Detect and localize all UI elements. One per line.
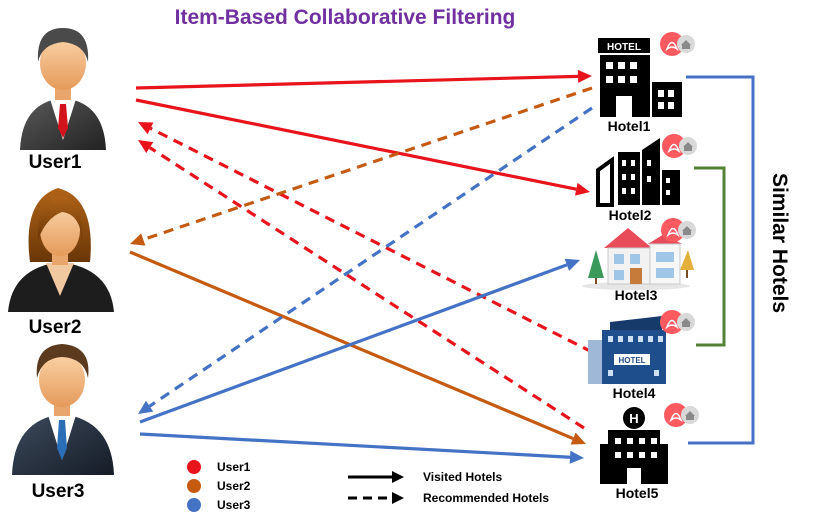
- svg-text:H: H: [629, 411, 638, 426]
- legend-user3-label: User3: [217, 498, 251, 512]
- user3-node[interactable]: User3: [12, 344, 114, 502]
- businessman-avatar-icon: [12, 344, 114, 475]
- similar-bracket-hotel1-hotel5: [686, 75, 755, 445]
- arrowhead-hotel5-to-user1: [138, 140, 154, 154]
- edge-user1-to-hotel1: [135, 74, 579, 90]
- hotel4-label: Hotel4: [613, 385, 656, 401]
- businesswoman-avatar-icon: [8, 188, 114, 312]
- hotel2-node[interactable]: Hotel2: [596, 134, 697, 223]
- hotel5-label: Hotel5: [616, 485, 659, 501]
- arrowhead-user2-to-hotel5: [570, 432, 586, 445]
- airbnb-badge-icon: [660, 32, 695, 56]
- hotel5-node[interactable]: H Hotel5: [600, 403, 699, 501]
- legend-visited-label: Visited Hotels: [423, 470, 502, 484]
- legend: User1 User2 User3 Visited Hotels Recomme…: [187, 460, 549, 512]
- hotel4-node[interactable]: HOTEL Hotel4: [588, 310, 695, 401]
- edges-layer: [129, 69, 593, 464]
- airbnb-badge-icon: [664, 403, 699, 427]
- user2-label: User2: [29, 317, 82, 338]
- hotel-building-icon: H: [600, 407, 668, 484]
- user2-node[interactable]: User2: [8, 188, 114, 338]
- user3-label: User3: [32, 481, 85, 502]
- hotel3-label: Hotel3: [615, 287, 658, 303]
- legend-user2-dot: [187, 479, 201, 493]
- arrowhead-user1-to-hotel1: [577, 69, 592, 83]
- legend-user1-dot: [187, 460, 201, 474]
- airbnb-badge-icon: [660, 310, 695, 334]
- hotel2-label: Hotel2: [609, 207, 652, 223]
- legend-solid-arrowhead: [392, 471, 404, 483]
- similar-bracket-hotel2-hotel4: [694, 166, 726, 347]
- hotel1-label: Hotel1: [608, 118, 651, 134]
- user1-label: User1: [29, 152, 82, 173]
- businessman-avatar-icon: [20, 28, 106, 150]
- arrowhead-user3-to-hotel5: [569, 450, 584, 464]
- legend-recommended-label: Recommended Hotels: [423, 491, 549, 505]
- legend-user3-dot: [187, 498, 201, 512]
- hotel3-node[interactable]: Hotel3: [582, 218, 696, 303]
- arrowhead-hotel1-to-user2: [130, 233, 146, 246]
- edge-hotel1-to-user3: [148, 106, 593, 408]
- house-icon: [582, 228, 694, 290]
- edge-user3-to-hotel3: [139, 263, 568, 424]
- edge-hotel1-to-user2: [142, 86, 593, 242]
- legend-user2-label: User2: [217, 479, 251, 493]
- hotel1-node[interactable]: HOTEL Hotel1: [598, 32, 695, 134]
- diagram-title: Item-Based Collaborative Filtering: [175, 6, 516, 29]
- arrowhead-hotel1-to-user3: [138, 400, 154, 414]
- edge-hotel4-to-user1: [149, 126, 593, 354]
- arrowhead-user1-to-hotel2: [574, 182, 590, 196]
- hotel-building-icon: HOTEL: [598, 38, 682, 117]
- airbnb-badge-icon: [662, 134, 697, 158]
- edge-user3-to-hotel5: [139, 432, 571, 459]
- city-buildings-icon: [596, 138, 680, 207]
- svg-text:HOTEL: HOTEL: [618, 356, 645, 365]
- edge-hotel5-to-user1: [148, 146, 585, 430]
- similar-hotels-label: Similar Hotels: [768, 173, 791, 313]
- legend-user1-label: User1: [217, 460, 251, 474]
- airbnb-badge-icon: [661, 218, 696, 242]
- edge-user1-to-hotel2: [135, 98, 577, 191]
- legend-dashed-arrowhead: [392, 492, 404, 504]
- svg-text:HOTEL: HOTEL: [607, 42, 641, 53]
- arrowhead-hotel4-to-user1: [138, 122, 154, 135]
- hotel-building-icon: HOTEL: [588, 316, 666, 384]
- arrowhead-user3-to-hotel3: [564, 258, 580, 271]
- user1-node[interactable]: User1: [20, 28, 106, 173]
